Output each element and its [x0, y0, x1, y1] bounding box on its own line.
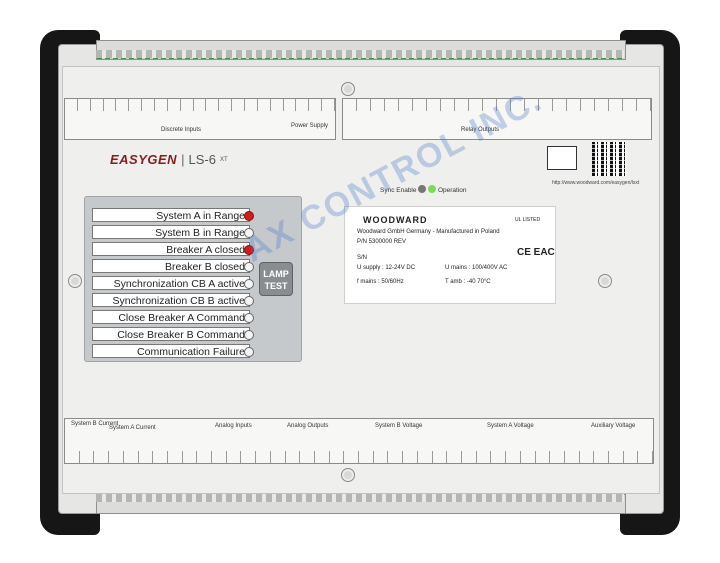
support-url: http://www.woodward.com/easygen/lsxt	[552, 180, 640, 186]
system-a-voltage-label: System A Voltage	[487, 423, 534, 429]
status-led-6	[244, 313, 254, 323]
auxiliary-voltage-label: Auxiliary Voltage	[591, 423, 636, 429]
led-label-4: Synchronization CB A active	[92, 276, 250, 290]
top-terminal-screws	[96, 50, 624, 58]
analog-inputs-label: Analog Inputs	[215, 423, 252, 429]
easygen-logo-text: EASYGEN	[110, 152, 178, 167]
operation-label: Operation	[437, 187, 467, 194]
led-label-3: Breaker B closed	[92, 259, 250, 273]
sync-operation-indicators: Sync Enable Operation	[380, 184, 466, 194]
bottom-label-strip: System B Current System A Current Analog…	[64, 418, 654, 464]
label-line-5: U mains : 100/400V AC	[445, 265, 508, 271]
operation-led	[428, 185, 437, 193]
status-led-0	[244, 211, 254, 221]
system-b-voltage-label: System B Voltage	[375, 423, 423, 429]
led-label-6: Close Breaker A Command	[92, 310, 250, 324]
status-led-7	[244, 330, 254, 340]
bottom-terminal-screws	[96, 494, 624, 502]
right-screw	[598, 274, 612, 288]
product-logo: EASYGEN | LS-6 XT	[110, 152, 228, 167]
manual-icon	[547, 146, 577, 170]
analog-outputs-label: Analog Outputs	[287, 423, 329, 429]
status-led-2	[244, 245, 254, 255]
sync-enable-led	[418, 185, 427, 193]
lamp-test-line1: LAMP	[263, 269, 289, 279]
left-screw	[68, 274, 82, 288]
qr-code	[592, 142, 626, 176]
status-led-1	[244, 228, 254, 238]
system-b-current-label: System B Current	[71, 421, 119, 427]
relay-outputs-label: Relay Outputs	[461, 127, 500, 133]
woodward-brand: WOODWARD	[363, 215, 428, 225]
ul-listed-mark: UL LISTED	[515, 217, 541, 223]
label-line-1: Woodward GmbH Germany - Manufactured in …	[357, 229, 500, 235]
led-label-1: System B in Range	[92, 225, 250, 239]
product-label-plate: WOODWARD Woodward GmbH Germany - Manufac…	[344, 206, 556, 304]
power-supply-label: Power Supply	[291, 123, 329, 129]
status-led-4	[244, 279, 254, 289]
top-screw	[341, 82, 355, 96]
label-line-6: f mains : 50/60Hz	[357, 279, 404, 285]
model-logo-text: LS-6	[188, 152, 216, 167]
model-superscript: XT	[219, 156, 228, 163]
lamp-test-button[interactable]: LAMP TEST	[259, 262, 293, 296]
top-right-label-strip: Relay Outputs	[342, 98, 652, 140]
led-label-0: System A in Range	[92, 208, 250, 222]
led-label-8: Communication Failure	[92, 344, 250, 358]
top-left-label-strip: Discrete Inputs Power Supply	[64, 98, 336, 140]
sync-enable-label: Sync Enable	[380, 187, 417, 194]
ce-eac-mark: CE EAC	[517, 247, 555, 258]
led-label-5: Synchronization CB B active	[92, 293, 250, 307]
status-led-5	[244, 296, 254, 306]
bottom-screw	[341, 468, 355, 482]
discrete-inputs-label: Discrete Inputs	[161, 127, 202, 133]
lamp-test-line2: TEST	[264, 281, 288, 291]
status-led-3	[244, 262, 254, 272]
status-led-8	[244, 347, 254, 357]
led-label-2: Breaker A closed	[92, 242, 250, 256]
system-a-current-label: System A Current	[109, 425, 156, 431]
label-line-2: P/N 5300000 REV	[357, 239, 407, 245]
label-line-3: S/N	[357, 255, 368, 261]
label-line-4: U supply : 12-24V DC	[357, 265, 416, 271]
label-line-7: T amb : -40 70°C	[445, 279, 491, 285]
led-label-7: Close Breaker B Command	[92, 327, 250, 341]
